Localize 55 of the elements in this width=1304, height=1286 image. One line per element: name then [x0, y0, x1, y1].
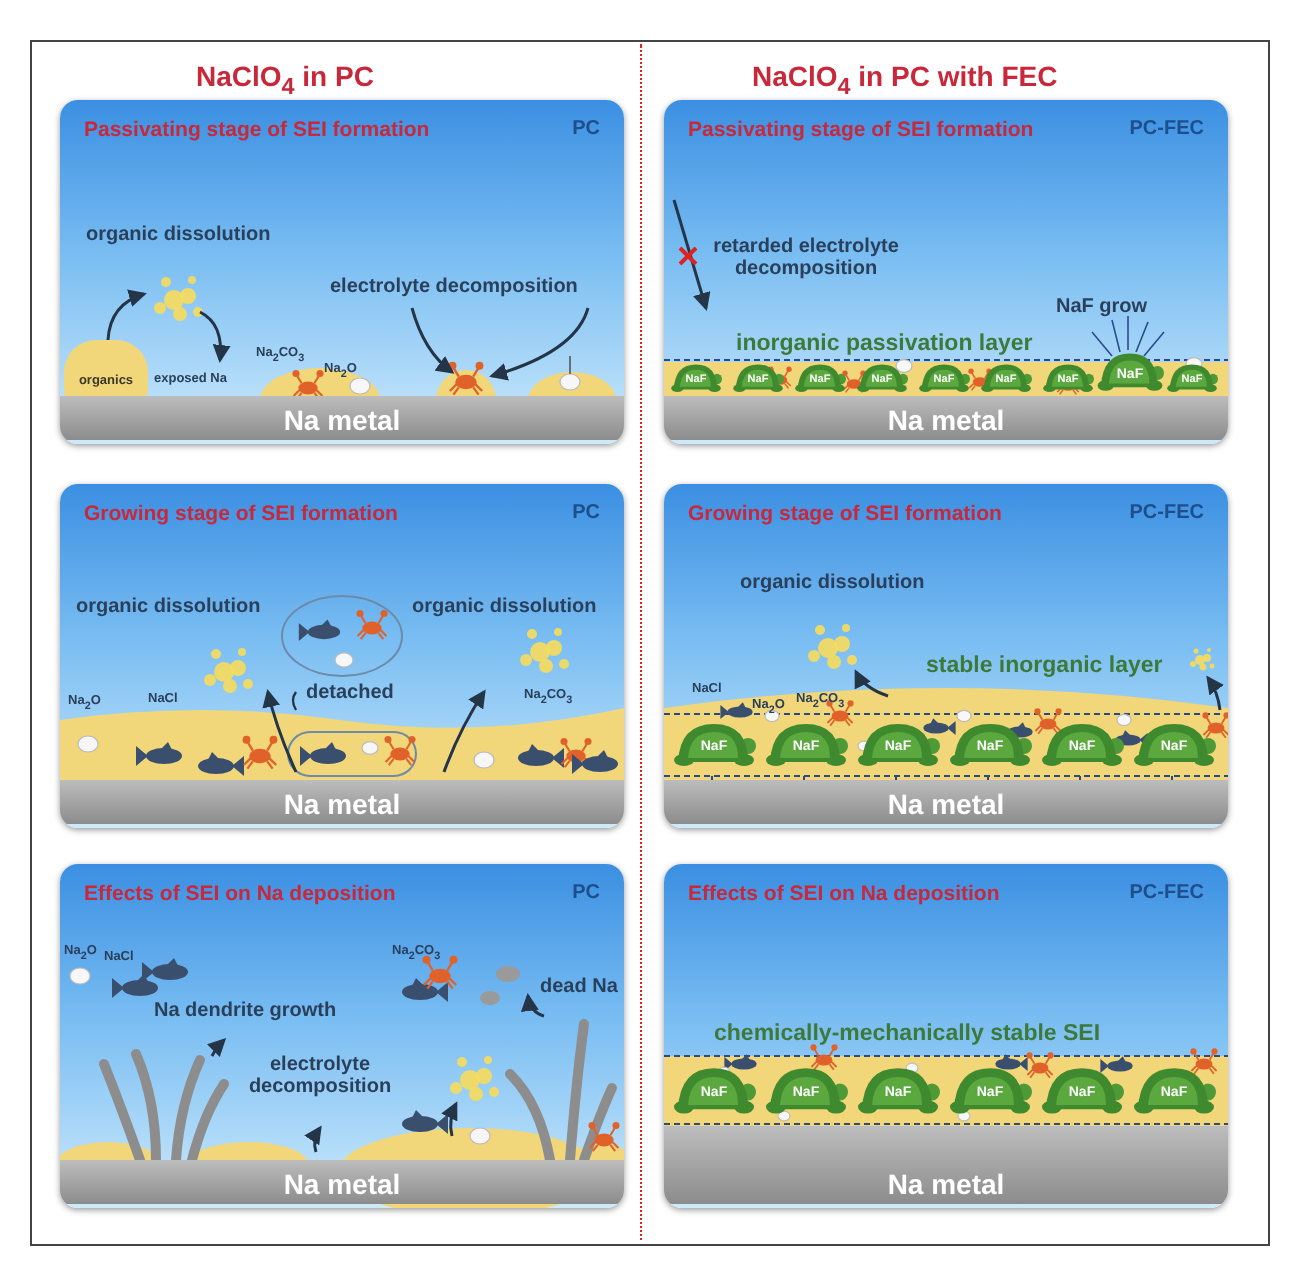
scene-panel	[664, 100, 1228, 444]
metal-bar: Na metal	[60, 780, 624, 824]
turtle-drawing	[1166, 362, 1218, 396]
annotation-text: dead Na	[540, 976, 618, 998]
panel-title: Passivating stage of SEI formation	[688, 118, 1034, 142]
annotation-text: Na dendrite growth	[154, 1000, 337, 1022]
panel-title: Growing stage of SEI formation	[688, 502, 1002, 526]
layer-label: chemically-mechanically stable SEI	[714, 1022, 1101, 1046]
annotation-text: organic dissolution	[76, 596, 261, 618]
turtle-drawing	[948, 720, 1032, 772]
solvent-label: PC	[572, 502, 600, 524]
column-heading: NaClO$_{4}$ in PC with FEC	[752, 60, 1058, 100]
solvent-label: PC-FEC	[1129, 502, 1204, 524]
scene-panel	[664, 484, 1228, 828]
annotation-text: organic dissolution	[86, 224, 271, 246]
annotation-text: organic dissolution	[740, 572, 925, 594]
turtle-drawing	[764, 720, 848, 772]
scene-panel	[60, 864, 624, 1208]
annotation-text: NaF grow	[1056, 296, 1148, 318]
solvent-label: PC	[572, 882, 600, 904]
annotation-text: organic dissolution	[412, 596, 597, 618]
metal-bar: Na metal	[664, 1126, 1228, 1204]
turtle-drawing	[980, 362, 1032, 396]
turtle-drawing	[856, 362, 908, 396]
scene-panel	[60, 484, 624, 828]
scene-panel	[664, 864, 1228, 1208]
metal-bar: Na metal	[664, 396, 1228, 440]
panel-title: Effects of SEI on Na deposition	[84, 882, 396, 906]
metal-bar: Na metal	[664, 780, 1228, 824]
solvent-label: PC	[572, 118, 600, 140]
annotation-text: detached	[306, 682, 394, 704]
turtle-drawing	[1042, 362, 1094, 396]
turtle-drawing	[672, 720, 756, 772]
turtle-drawing	[856, 720, 940, 772]
panel-title: Passivating stage of SEI formation	[84, 118, 430, 142]
turtle-drawing	[918, 362, 970, 396]
annotation-text: electrolyte decomposition	[246, 1054, 394, 1098]
turtle-drawing	[732, 362, 784, 396]
turtle-drawing	[1132, 720, 1216, 772]
annotation-text: retarded electrolyte decomposition	[711, 236, 901, 280]
panel-title: Effects of SEI on Na deposition	[688, 882, 1000, 906]
turtle-drawing	[1096, 350, 1164, 396]
turtle-drawing	[670, 362, 722, 396]
metal-bar: Na metal	[60, 396, 624, 440]
layer-label: inorganic passivation layer	[736, 332, 1033, 356]
panel-title: Growing stage of SEI formation	[84, 502, 398, 526]
turtle-drawing	[1040, 720, 1124, 772]
metal-bar: Na metal	[60, 1160, 624, 1204]
column-heading: NaClO$_{4}$ in PC	[196, 60, 374, 100]
layer-label: stable inorganic layer	[926, 654, 1163, 678]
solvent-label: PC-FEC	[1129, 118, 1204, 140]
turtle-drawing	[794, 362, 846, 396]
scene-panel	[60, 100, 624, 444]
solvent-label: PC-FEC	[1129, 882, 1204, 904]
annotation-text: electrolyte decomposition	[330, 276, 578, 298]
